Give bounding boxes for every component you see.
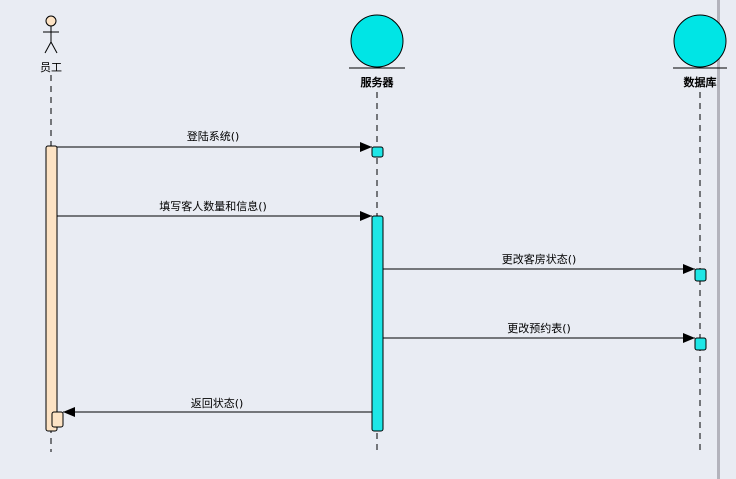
message-fill-guest-info[interactable]: 填写客人数量和信息() [57, 199, 372, 221]
message-label: 返回状态() [191, 396, 244, 410]
entity-icon [673, 14, 727, 69]
participant-label-server: 服务器 [361, 75, 395, 89]
participant-employee[interactable]: 员工 [40, 15, 62, 74]
participant-server[interactable]: 服务器 [349, 14, 405, 89]
participant-label-employee: 员工 [40, 61, 62, 74]
database-activation-room-status[interactable] [694, 268, 707, 282]
server-activation-main[interactable] [371, 215, 384, 432]
message-label: 更改客房状态() [502, 252, 577, 266]
participant-database[interactable]: 数据库 [673, 14, 727, 89]
entity-icon [349, 14, 405, 69]
message-update-reservation[interactable]: 更改预约表() [383, 321, 695, 343]
message-return-status[interactable]: 返回状态() [63, 396, 372, 417]
database-activation-reservation[interactable] [694, 337, 707, 351]
employee-return-activation[interactable] [51, 411, 64, 428]
employee-activation-bar[interactable] [45, 145, 58, 432]
participant-label-database: 数据库 [684, 75, 717, 89]
server-activation-login[interactable] [371, 146, 384, 158]
actor-icon [43, 15, 59, 54]
message-label: 登陆系统() [187, 129, 240, 143]
message-update-room-status[interactable]: 更改客房状态() [383, 252, 695, 274]
message-login[interactable]: 登陆系统() [57, 129, 372, 152]
right-divider [717, 0, 720, 479]
message-label: 更改预约表() [507, 321, 571, 335]
message-label: 填写客人数量和信息() [159, 199, 267, 213]
